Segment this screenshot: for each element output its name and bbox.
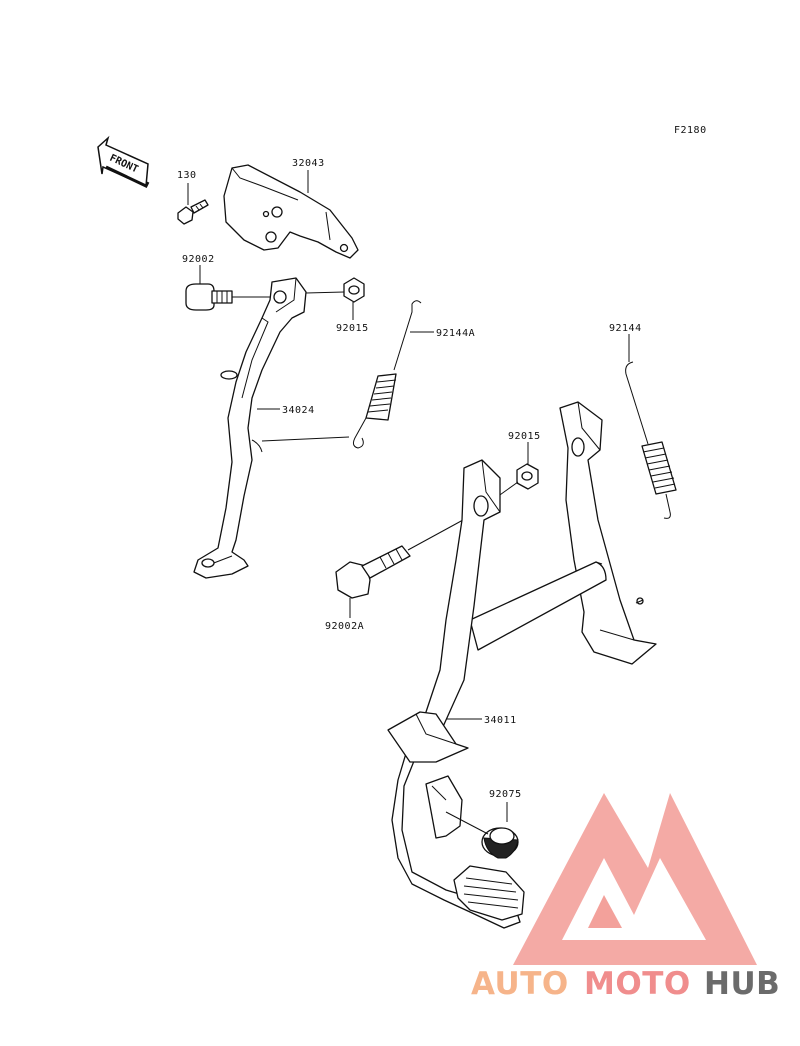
collar-92075 bbox=[481, 827, 519, 859]
center-stand-34011 bbox=[387, 401, 657, 929]
side-stand-34024 bbox=[193, 277, 307, 579]
watermark-part-hub: HUB bbox=[704, 966, 780, 1002]
part-label-130: 130 bbox=[177, 170, 197, 181]
bolt-92002A bbox=[335, 545, 411, 599]
watermark-logo-icon bbox=[513, 793, 757, 965]
part-label-92015-lower: 92015 bbox=[508, 431, 541, 442]
part-label-92144: 92144 bbox=[609, 323, 642, 334]
nut-92015-upper bbox=[343, 277, 365, 303]
bolt-92002 bbox=[185, 283, 233, 311]
watermark-part-moto: MOTO bbox=[584, 966, 691, 1002]
spring-92144 bbox=[625, 361, 677, 519]
bolt-130 bbox=[177, 199, 209, 225]
watermark-text: AUTO MOTO HUB bbox=[471, 966, 780, 1002]
bracket-32043 bbox=[223, 164, 359, 259]
front-arrow-icon: FRONT bbox=[97, 135, 150, 188]
part-label-92075: 92075 bbox=[489, 789, 522, 800]
spring-92144A bbox=[352, 300, 422, 449]
part-label-92015-upper: 92015 bbox=[336, 323, 369, 334]
part-label-92002A: 92002A bbox=[325, 621, 364, 632]
part-label-34024: 34024 bbox=[282, 405, 315, 416]
part-label-92144A: 92144A bbox=[436, 328, 475, 339]
figure-code: F2180 bbox=[674, 125, 707, 136]
nut-92015-lower bbox=[516, 463, 539, 490]
watermark-part-auto: AUTO bbox=[471, 966, 569, 1002]
part-label-32043: 32043 bbox=[292, 158, 325, 169]
part-label-34011: 34011 bbox=[484, 715, 517, 726]
part-label-92002: 92002 bbox=[182, 254, 215, 265]
